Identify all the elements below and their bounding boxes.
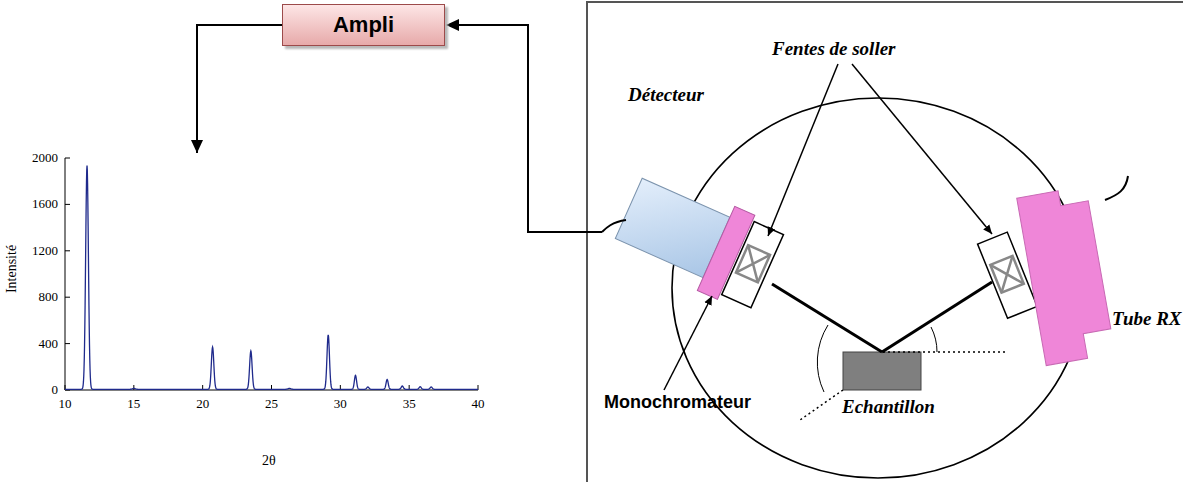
plot-area xyxy=(0,153,480,482)
x-tick-label: 20 xyxy=(196,396,209,412)
x-tick-label: 30 xyxy=(334,396,347,412)
soller-slit-grid xyxy=(736,245,770,282)
part-label: Tube RX xyxy=(1112,308,1182,330)
connector xyxy=(446,25,602,232)
detector-cable xyxy=(602,220,626,232)
leader-line xyxy=(664,296,712,390)
x-tick-label: 25 xyxy=(265,396,278,412)
part-label: Echantillon xyxy=(842,396,935,418)
x-ray-beam xyxy=(882,282,992,352)
x-tick-label: 10 xyxy=(59,396,72,412)
soller-slit xyxy=(722,222,784,308)
tube-cable xyxy=(1105,176,1128,200)
y-axis-title: Intensité xyxy=(4,245,20,293)
detector: Détecteur xyxy=(600,80,740,300)
y-tick-label: 2000 xyxy=(32,150,58,166)
angle-arc xyxy=(931,327,937,352)
x-ray-tube xyxy=(1017,186,1115,366)
part-label: Fentes de soller xyxy=(772,38,896,60)
x-tick-label: 40 xyxy=(472,396,485,412)
detector-assembly xyxy=(610,167,786,313)
soller-slit-grid xyxy=(990,256,1023,293)
connector xyxy=(197,25,282,153)
soller-slit-grid xyxy=(736,245,770,282)
x-tick-label: 35 xyxy=(403,396,416,412)
y-tick-label: 800 xyxy=(39,289,59,305)
amplifier-box: Ampli xyxy=(282,4,445,46)
leader-line xyxy=(852,64,992,234)
angle-arc xyxy=(817,325,828,392)
y-tick-label: 0 xyxy=(52,382,59,398)
diffractogram-plot: Intensité 2θ xyxy=(0,153,480,482)
soller-slit-grid xyxy=(990,256,1023,293)
panel-frame xyxy=(587,2,1183,482)
diffraction-curve xyxy=(65,165,478,389)
x-tick-label: 15 xyxy=(127,396,140,412)
x-ray-beam xyxy=(772,284,882,352)
leader-line xyxy=(768,64,838,236)
plot-axes xyxy=(65,158,478,390)
node-text: Ampli xyxy=(333,12,394,38)
y-tick-label: 1200 xyxy=(32,243,58,259)
goniometer-circle xyxy=(672,98,1084,478)
y-tick-label: 400 xyxy=(39,336,59,352)
part-label: Monochromateur xyxy=(604,392,751,413)
x-axis-title: 2θ xyxy=(262,453,276,469)
reference-line xyxy=(883,351,1005,353)
y-tick-label: 1600 xyxy=(32,196,58,212)
detector-label: Détecteur xyxy=(628,84,704,106)
sample xyxy=(843,352,921,390)
reference-line xyxy=(800,390,843,420)
axis-ticks xyxy=(65,158,478,390)
